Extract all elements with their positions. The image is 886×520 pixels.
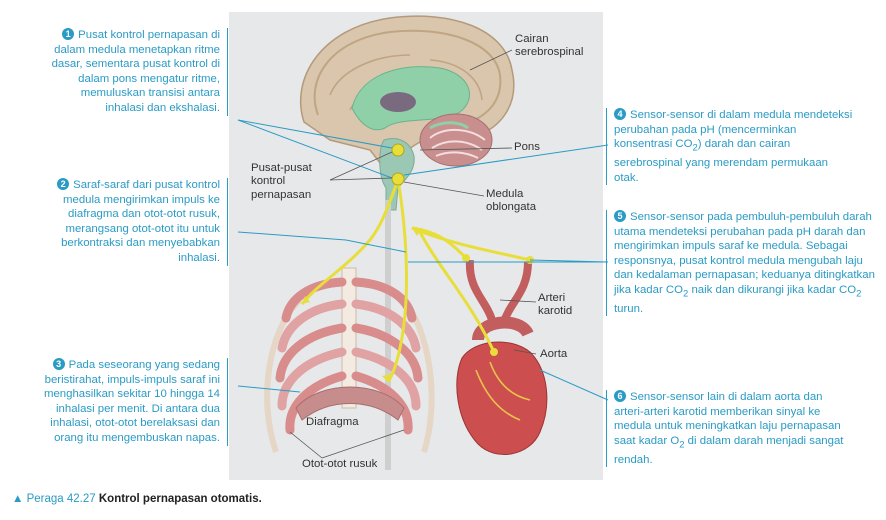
note-text: ) darah dan cairan serebrospinal yang me… bbox=[614, 138, 829, 184]
note-text: Sensor-sensor pada pembuluh-pembuluh dar… bbox=[614, 211, 875, 296]
subscript: 2 bbox=[856, 288, 862, 300]
label-lines bbox=[289, 49, 537, 459]
aorta-sensor-dot bbox=[490, 348, 498, 356]
pons-center-dot bbox=[391, 143, 405, 157]
label-pons: Pons bbox=[514, 141, 540, 153]
step-number-badge: 1 bbox=[62, 28, 75, 40]
subscript: 2 bbox=[683, 288, 689, 300]
heart-illustration bbox=[456, 259, 548, 455]
label-pusat-kontrol: Pusat-pusat kontrol pernapasan bbox=[251, 162, 312, 201]
rib-cage-illustration bbox=[264, 267, 435, 453]
step-number-badge: 2 bbox=[57, 178, 70, 190]
nerve-pathways bbox=[300, 179, 531, 383]
label-aorta: Aorta bbox=[540, 348, 568, 360]
caption-marker-icon: ▲ bbox=[12, 493, 24, 505]
label-otot-rusuk: Otot-otot rusuk bbox=[302, 458, 378, 470]
carotid-sensor-dot bbox=[462, 254, 470, 262]
subscript: 2 bbox=[692, 142, 698, 154]
figure-number: Peraga 42.27 bbox=[26, 493, 96, 505]
label-diafragma: Diafragma bbox=[306, 416, 359, 428]
label-arteri-karotid: Arteri karotid bbox=[538, 292, 573, 318]
note-text: Pusat kontrol pernapasan di dalam medula… bbox=[51, 29, 220, 114]
note-text: Saraf-saraf dari pusat kontrol medula me… bbox=[61, 179, 220, 264]
arrow-head-icon bbox=[382, 374, 391, 382]
note-text: Sensor-sensor lain di dalam aorta dan ar… bbox=[614, 391, 841, 447]
label-medula-oblongata: Medula oblongata bbox=[486, 188, 537, 214]
note-text: di dalam darah menjadi sangat rendah. bbox=[614, 434, 844, 466]
figure-title: Kontrol pernapasan otomatis. bbox=[98, 493, 262, 505]
note-text: Pada seseorang yang sedang beristirahat,… bbox=[43, 359, 220, 444]
step-number-badge: 5 bbox=[614, 210, 626, 222]
step-number-badge: 4 bbox=[614, 108, 626, 120]
arrow-head-icon bbox=[412, 228, 422, 236]
subscript: 2 bbox=[679, 439, 685, 451]
step-number-badge: 6 bbox=[614, 390, 626, 402]
callout-lines bbox=[237, 119, 609, 401]
note-text: Sensor-sensor di dalam medula mendeteksi… bbox=[614, 109, 853, 151]
note-text: turun. bbox=[614, 302, 644, 315]
step-number-badge: 3 bbox=[52, 358, 65, 370]
arrow-head-icon bbox=[302, 296, 310, 304]
note-text: naik dan dikurangi jika kadar CO bbox=[688, 283, 857, 296]
medulla-center-dot bbox=[391, 172, 405, 186]
label-cairan-serebrospinal: Cairan serebrospinal bbox=[515, 33, 584, 59]
figure-caption: ▲ Peraga 42.27 Kontrol pernapasan otomat… bbox=[12, 493, 262, 505]
